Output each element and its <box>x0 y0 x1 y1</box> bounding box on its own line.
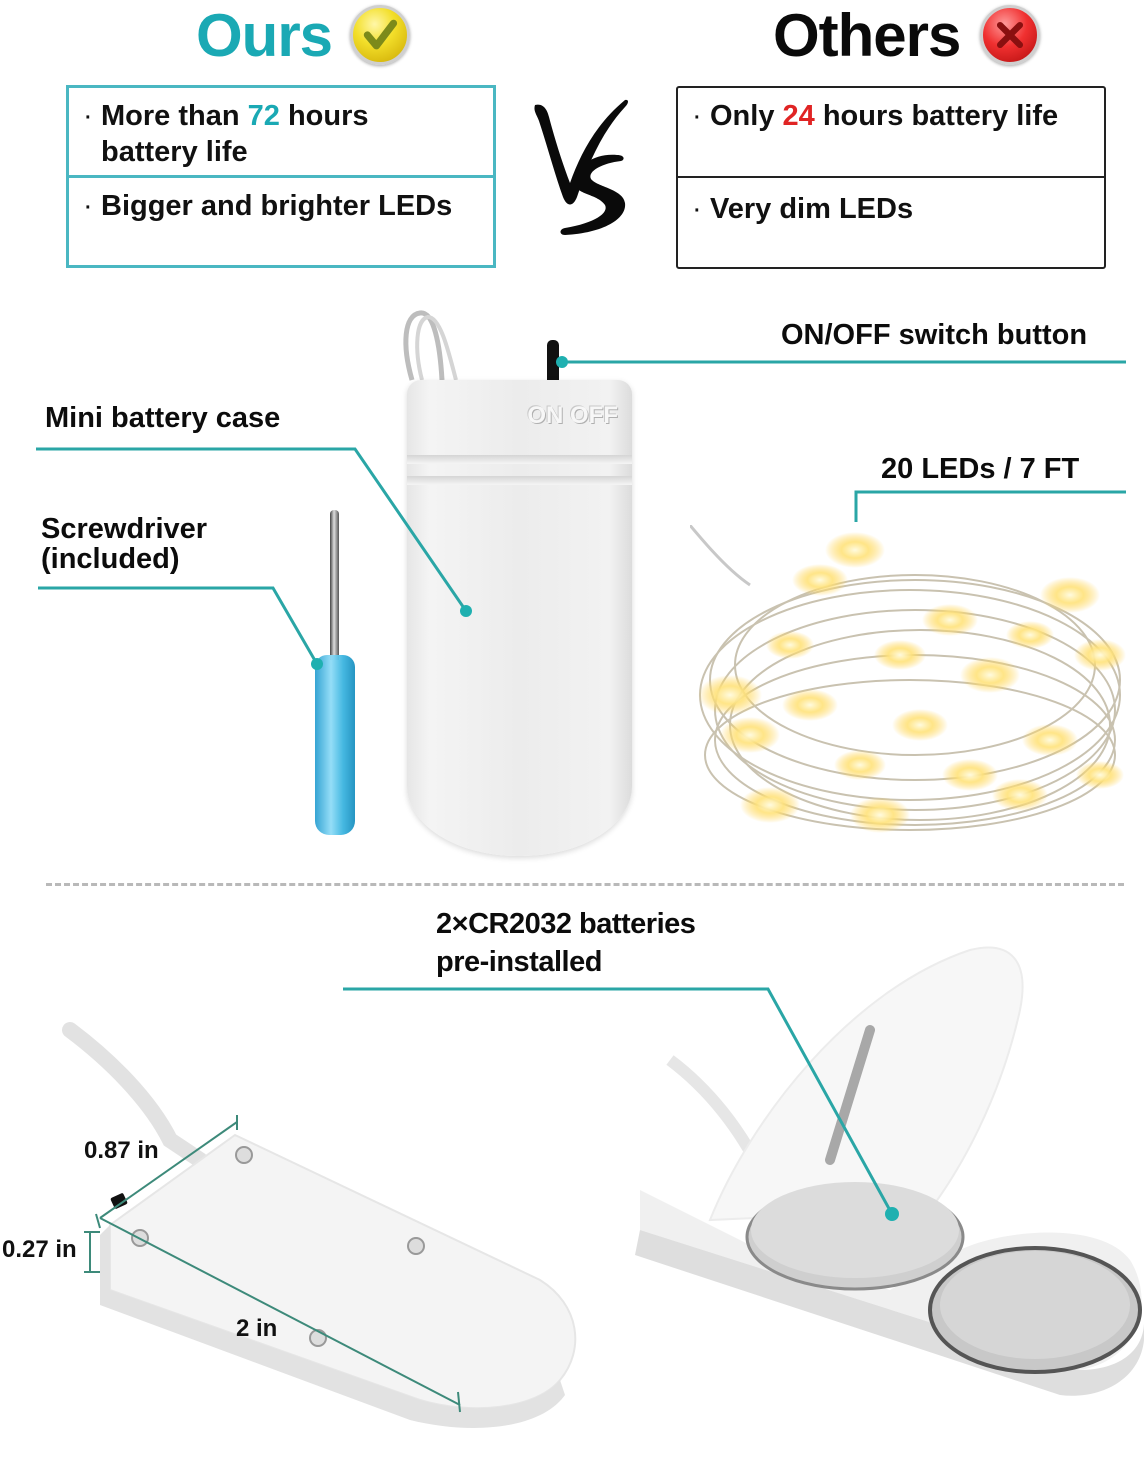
ours-feature-box: ·More than 72 hours battery life ·Bigger… <box>66 85 496 268</box>
dimension-width: 0.87 in <box>84 1137 159 1164</box>
others-feature-battery: ·Only 24 hours battery life <box>678 98 1104 178</box>
callout-battery-case: Mini battery case <box>45 402 281 434</box>
bullet: · <box>692 100 702 132</box>
ours-feature-battery: ·More than 72 hours battery life <box>69 98 493 178</box>
mini-battery-case: ON OFF <box>407 380 632 856</box>
bullet: · <box>692 193 702 225</box>
bullet: · <box>83 190 93 222</box>
bullet: · <box>83 100 93 132</box>
others-feature-leds: ·Very dim LEDs <box>678 191 1104 227</box>
callout-batteries-line2: pre-installed <box>436 946 602 978</box>
feature-text: More than <box>101 100 248 132</box>
vs-logo-icon: VS <box>534 99 628 235</box>
closed-battery-case <box>62 1022 577 1428</box>
highlight-hours: 72 <box>247 100 280 132</box>
case-ridge <box>407 455 632 464</box>
wire-loop-icon <box>403 310 458 381</box>
section-divider <box>46 883 1124 886</box>
callout-leds: 20 LEDs / 7 FT <box>881 453 1080 485</box>
feature-text: Only <box>710 100 783 132</box>
others-feature-box: ·Only 24 hours battery life ·Very dim LE… <box>676 86 1106 269</box>
feature-text: Bigger and brighter LEDs <box>101 190 453 222</box>
screwdriver-handle <box>315 655 355 835</box>
ours-feature-leds: ·Bigger and brighter LEDs <box>69 188 493 224</box>
case-ridge <box>407 476 632 485</box>
led-string-coil <box>690 525 1126 833</box>
callout-screwdriver-line2: (included) <box>41 543 180 575</box>
callout-screwdriver-line1: Screwdriver <box>41 513 208 545</box>
feature-text: hours <box>279 100 369 132</box>
screwdriver-shaft <box>330 510 339 660</box>
feature-text: Very dim LEDs <box>710 193 914 225</box>
open-battery-case <box>635 946 1144 1396</box>
callout-screwdriver: Screwdriver (included) <box>41 514 207 574</box>
callout-batteries-line1: 2×CR2032 batteries <box>436 908 696 940</box>
case-embossed-label: ON OFF <box>527 402 618 429</box>
highlight-hours: 24 <box>782 100 815 132</box>
callout-batteries: 2×CR2032 batteries pre-installed <box>436 905 696 981</box>
ours-heading: Ours <box>196 2 333 69</box>
dimension-length: 2 in <box>236 1315 278 1342</box>
feature-text-line2: battery life <box>101 136 248 168</box>
x-icon <box>980 5 1040 65</box>
dimension-height: 0.27 in <box>2 1236 77 1263</box>
feature-text: hours battery life <box>814 100 1059 132</box>
callout-switch: ON/OFF switch button <box>781 319 1088 351</box>
others-heading: Others <box>773 2 961 69</box>
check-icon <box>350 5 410 65</box>
on-off-switch <box>547 340 559 380</box>
